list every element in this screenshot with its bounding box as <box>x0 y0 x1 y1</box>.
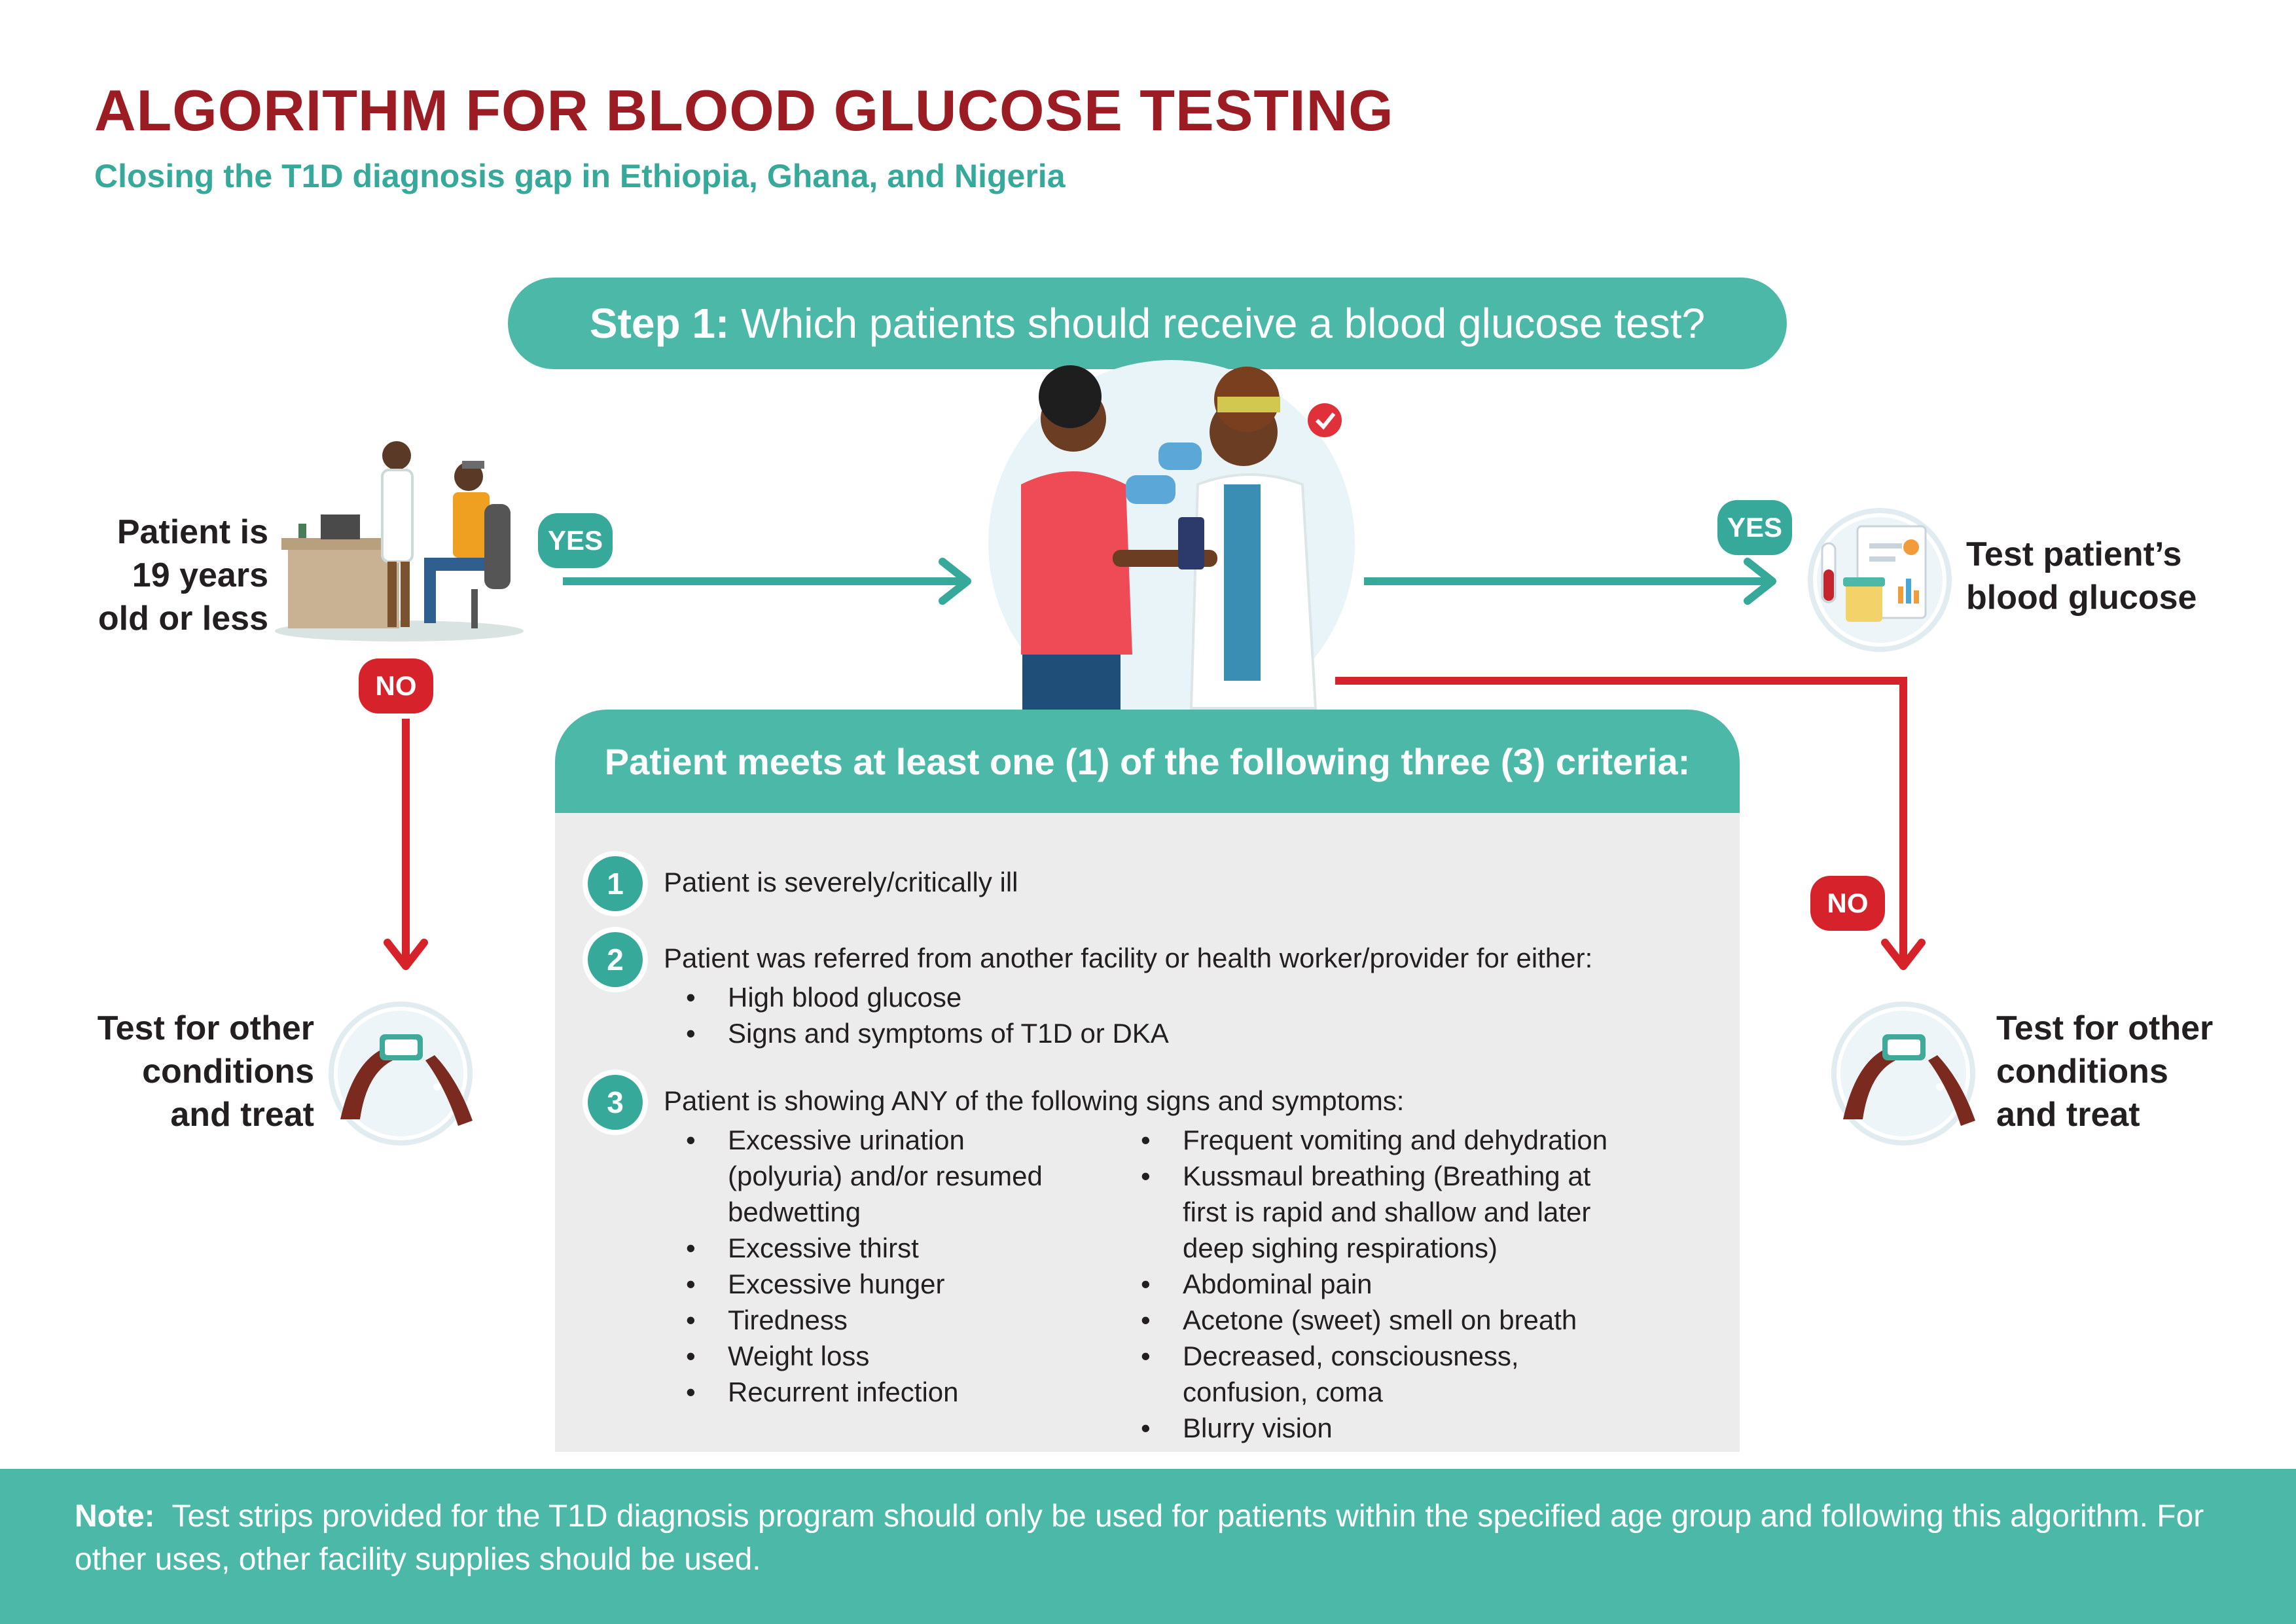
symptom-line: Kussmaul breathing (Breathing at <box>1183 1161 1591 1191</box>
symptoms-right-list: Frequent vomiting and dehydration Kussma… <box>1141 1122 1717 1446</box>
symptoms-left-list: Excessive urination (polyuria) and/or re… <box>686 1122 1105 1410</box>
page-title: ALGORITHM FOR BLOOD GLUCOSE TESTING <box>94 78 1394 143</box>
symptom-line: bedwetting <box>728 1197 861 1227</box>
symptom-item: Blurry vision <box>1141 1410 1717 1446</box>
no-badge-left: NO <box>359 659 433 713</box>
age-condition-line: old or less <box>98 600 268 638</box>
glucometer-icon-left <box>329 1001 473 1146</box>
outcome-line: and treat <box>170 1096 314 1134</box>
step1-question: Which patients should receive a blood gl… <box>741 300 1706 347</box>
outcome-line: conditions <box>142 1053 314 1091</box>
symptom-item: Excessive hunger <box>686 1266 1105 1302</box>
criterion-text-1: Patient is severely/critically ill <box>664 867 1018 897</box>
bullet-item: Signs and symptoms of T1D or DKA <box>686 1015 1340 1051</box>
no-badge-right: NO <box>1810 876 1885 931</box>
symptom-line: deep sighing respirations) <box>1183 1233 1498 1263</box>
page-subtitle: Closing the T1D diagnosis gap in Ethiopi… <box>94 158 1066 194</box>
criteria-panel: Patient meets at least one (1) of the fo… <box>555 710 1740 1452</box>
criterion-number-1: 1 <box>588 856 643 911</box>
arrow-right-no <box>1335 677 1926 970</box>
symptom-item: Tiredness <box>686 1302 1105 1338</box>
symptom-line: confusion, coma <box>1183 1377 1383 1407</box>
yes-badge-left: YES <box>538 513 613 568</box>
step1-label: Step 1: <box>589 300 730 347</box>
age-condition-line: Patient is <box>117 513 268 551</box>
symptom-item: Kussmaul breathing (Breathing at first i… <box>1141 1158 1717 1266</box>
test-other-conditions-left-label: Test for other conditions and treat <box>72 1007 314 1136</box>
symptom-line: first is rapid and shallow and later <box>1183 1197 1591 1227</box>
outcome-line: Test for other <box>97 1009 314 1047</box>
test-blood-glucose-label: Test patient’s blood glucose <box>1966 533 2254 619</box>
glucometer-icon-right <box>1831 1001 1975 1146</box>
note-text: Note: Test strips provided for the T1D d… <box>75 1495 2234 1581</box>
criterion-number-2: 2 <box>588 932 643 987</box>
note-body: Test strips provided for the T1D diagnos… <box>75 1499 2204 1577</box>
criterion-text-2: Patient was referred from another facili… <box>664 943 1593 973</box>
criteria-header: Patient meets at least one (1) of the fo… <box>555 710 1740 813</box>
step1-banner: Step 1: Which patients should receive a … <box>508 278 1787 369</box>
test-blood-glucose-line: blood glucose <box>1966 579 2197 617</box>
outcome-line: and treat <box>1996 1096 2140 1134</box>
test-other-conditions-right-label: Test for other conditions and treat <box>1996 1007 2258 1136</box>
age-condition-line: 19 years <box>132 556 268 594</box>
yes-badge-right: YES <box>1717 500 1792 555</box>
bullet-item: High blood glucose <box>686 979 1340 1015</box>
criterion-text-3: Patient is showing ANY of the following … <box>664 1085 1405 1116</box>
symptom-item: Decreased, consciousness, confusion, com… <box>1141 1338 1717 1410</box>
arrow-left-yes <box>563 558 971 605</box>
test-blood-glucose-line: Test patient’s <box>1966 535 2182 573</box>
arrow-left-no <box>384 719 428 970</box>
symptom-item: Acetone (sweet) smell on breath <box>1141 1302 1717 1338</box>
symptom-item: Recurrent infection <box>686 1374 1105 1410</box>
symptom-item: Frequent vomiting and dehydration <box>1141 1122 1717 1158</box>
symptom-line: Excessive urination <box>728 1125 965 1155</box>
symptom-line: Decreased, consciousness, <box>1183 1341 1519 1371</box>
arrow-right-yes <box>1364 558 1776 605</box>
symptom-item: Abdominal pain <box>1141 1266 1717 1302</box>
age-condition-label: Patient is 19 years old or less <box>79 511 268 640</box>
outcome-line: Test for other <box>1996 1009 2214 1047</box>
symptom-item: Weight loss <box>686 1338 1105 1374</box>
note-label: Note: <box>75 1499 155 1534</box>
note-footer <box>0 1469 2296 1624</box>
lab-report-illustration <box>1808 508 1952 652</box>
health-worker-greeting-illustration <box>988 360 1355 727</box>
criterion-2-bullets: High blood glucose Signs and symptoms of… <box>686 979 1340 1051</box>
symptom-item: Excessive urination (polyuria) and/or re… <box>686 1122 1105 1230</box>
symptom-item: Excessive thirst <box>686 1230 1105 1266</box>
criterion-number-3: 3 <box>588 1075 643 1130</box>
doctor-patient-desk-illustration <box>275 441 524 641</box>
symptom-line: (polyuria) and/or resumed <box>728 1161 1043 1191</box>
outcome-line: conditions <box>1996 1053 2168 1091</box>
